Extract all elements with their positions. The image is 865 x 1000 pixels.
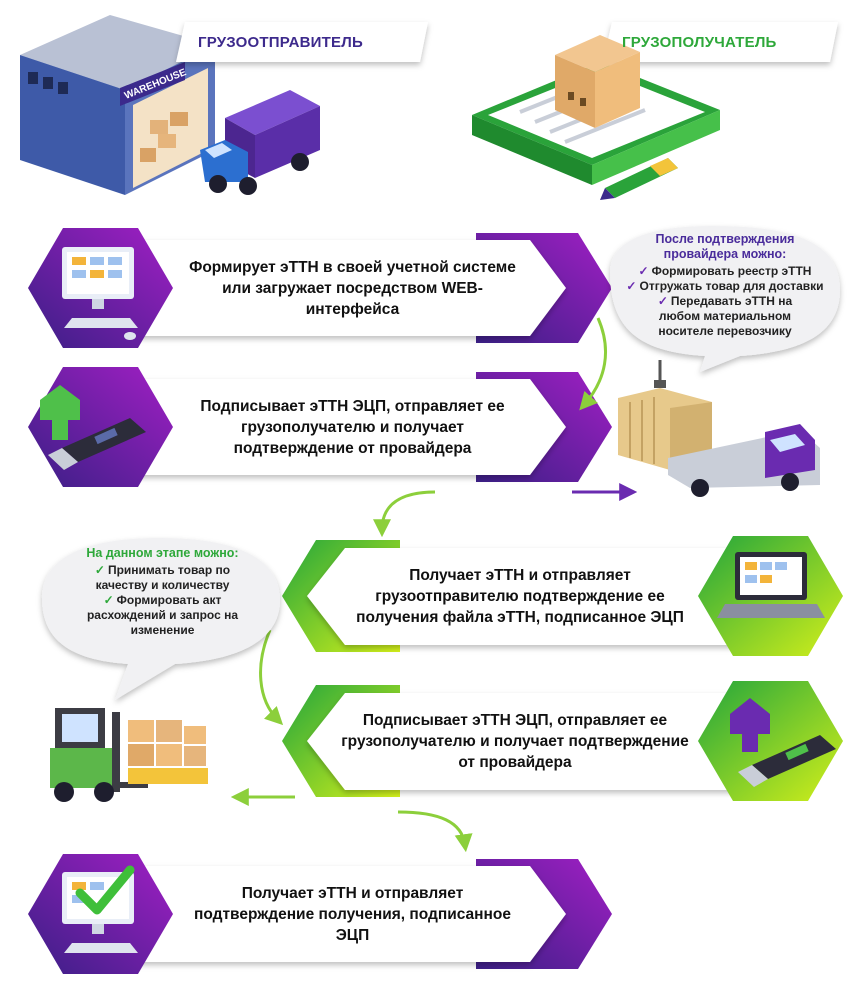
computer-check-icon (62, 865, 138, 953)
provider-note-item: ✓Передавать эТТН на любом материальном н… (657, 294, 793, 338)
step-2-bar (95, 379, 566, 475)
step-1 (28, 228, 612, 348)
step-4-bar (307, 693, 770, 790)
check-icon: ✓ (94, 563, 105, 577)
arrow-step3-step4 (259, 629, 284, 726)
stage-note-bubble (42, 538, 280, 700)
step-1-text: Формирует эТТН в своей учетной системе и… (189, 258, 516, 318)
provider-note: После подтверждения провайдера можно: ✓Ф… (612, 232, 838, 339)
check-icon: ✓ (626, 279, 637, 293)
stage-note: На данном этапе можно: ✓Принимать товар … (50, 546, 275, 638)
check-icon: ✓ (103, 593, 114, 607)
provider-note-heading: После подтверждения провайдера можно: (655, 232, 795, 261)
provider-note-bubble (610, 226, 840, 372)
sender-label: ГРУЗООТПРАВИТЕЛЬ (198, 34, 363, 51)
arrow-step2-step3 (373, 490, 436, 538)
container-truck-illustration (618, 360, 820, 497)
stage-note-item: ✓Формировать акт расхождений и запрос на… (86, 593, 239, 637)
check-icon: ✓ (657, 294, 668, 308)
step-3-text: Получает эТТН и отправляет грузоотправит… (356, 566, 684, 626)
receiver-banner (603, 22, 838, 62)
step-5-bar (95, 866, 566, 962)
step-5-text: Получает эТТН и отправляет подтверждение… (193, 884, 511, 944)
provider-note-item: ✓Формировать реестр эТТН (638, 264, 812, 278)
step-2-text: Подписывает эТТН ЭЦП, отправляет ее груз… (200, 397, 505, 457)
clipboard-illustration (472, 35, 720, 200)
receiver-label: ГРУЗОПОЛУЧАТЕЛЬ (622, 34, 777, 51)
step-4-text: Подписывает эТТН ЭЦП, отправляет ее груз… (341, 711, 689, 771)
usb-key-icon (730, 698, 836, 787)
forklift-illustration (50, 708, 208, 802)
arrow-step1-step2 (579, 317, 607, 411)
laptop-icon (717, 552, 825, 618)
step-3-bar (307, 548, 770, 645)
provider-note-item: ✓Отгружать товар для доставки (626, 279, 824, 293)
check-icon: ✓ (638, 264, 649, 278)
stage-note-heading: На данном этапе можно: (86, 546, 239, 560)
usb-key-icon (40, 385, 146, 470)
step-2 (28, 367, 612, 487)
computer-icon (62, 247, 138, 340)
arrow-step4-step5 (397, 810, 473, 853)
stage-note-item: ✓Принимать товар по качеству и количеств… (94, 563, 231, 592)
step-4 (282, 681, 843, 801)
step-1-bar (95, 240, 566, 336)
sender-banner (176, 22, 428, 62)
warehouse-illustration: WAREHOUSE (20, 15, 320, 195)
